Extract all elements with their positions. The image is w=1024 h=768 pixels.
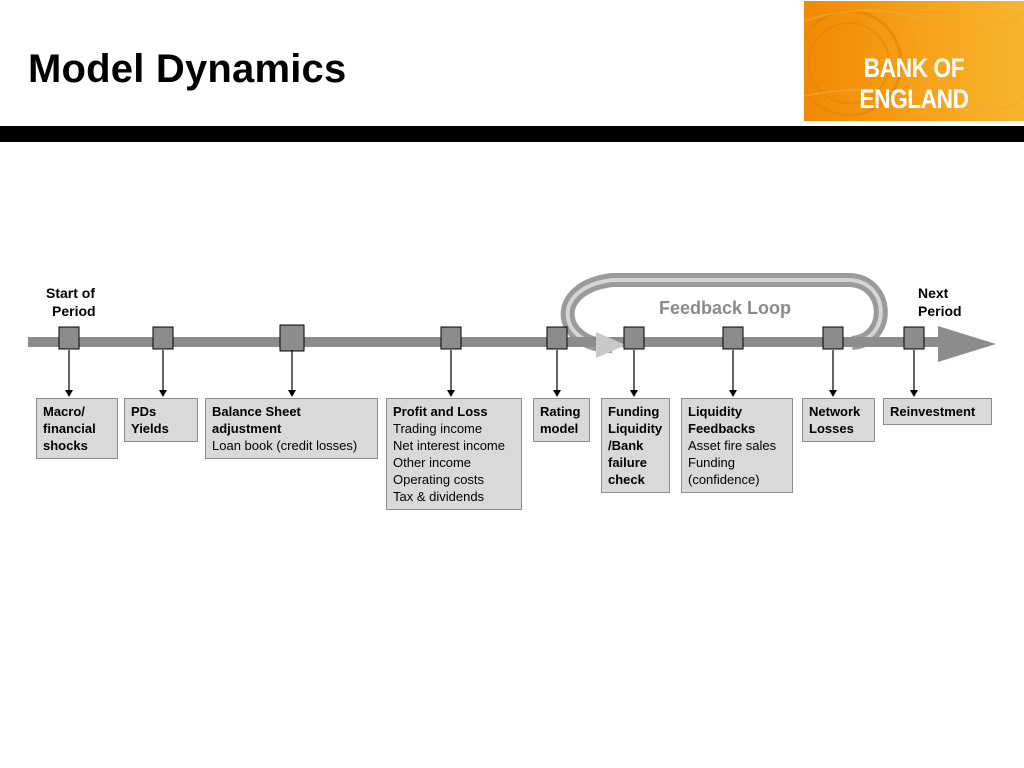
step-box-heading: Reinvestment: [890, 404, 976, 419]
step-box-heading: adjustment: [212, 421, 282, 436]
timeline-arrow: [28, 326, 996, 362]
step-box-item: Other income: [393, 455, 472, 470]
step-box-heading: Network: [809, 404, 861, 419]
connector-arrowhead: [65, 390, 73, 397]
connector-arrowhead: [910, 390, 918, 397]
step-box-heading: Balance Sheet: [212, 404, 301, 419]
page-title: Model Dynamics: [28, 47, 347, 91]
step-box-item: Tax & dividends: [393, 489, 485, 504]
connector-arrowhead: [630, 390, 638, 397]
feedback-loop-ring: [560, 273, 888, 353]
connector-arrowhead: [729, 390, 737, 397]
next-period-label: Next Period: [918, 284, 962, 320]
timeline-marker: [152, 326, 174, 350]
step-box-heading: Yields: [131, 421, 169, 436]
timeline-marker: [546, 326, 568, 350]
step-box-heading: Liquidity: [688, 404, 743, 419]
header-rule: [0, 126, 1024, 142]
step-box-item: (confidence): [688, 472, 760, 487]
timeline-marker: [903, 326, 925, 350]
step-box-item: Trading income: [393, 421, 483, 436]
feedback-loop-label: Feedback Loop: [659, 298, 792, 318]
step-box: Reinvestment: [883, 398, 992, 425]
step-box-heading: /Bank: [608, 438, 644, 453]
step-box-heading: PDs: [131, 404, 157, 419]
step-box: Macro/financial shocks: [36, 398, 118, 459]
logo-text: BANK OF ENGLAND: [859, 53, 969, 114]
connector-arrowhead: [159, 390, 167, 397]
step-box-item: Loan book (credit losses): [212, 438, 358, 453]
start-label-line: Start of: [46, 285, 95, 301]
step-box-heading: financial: [43, 421, 96, 436]
bank-of-england-logo: BANK OF ENGLAND: [804, 1, 1024, 121]
connector-arrowhead: [447, 390, 455, 397]
timeline-marker: [279, 324, 305, 352]
timeline-marker: [58, 326, 80, 350]
step-box-heading: check: [608, 472, 645, 487]
timeline-marker: [822, 326, 844, 350]
start-of-period-label: Start of Period: [46, 284, 96, 320]
step-box-item: Net interest income: [393, 438, 505, 453]
step-box-heading: failure: [608, 455, 648, 470]
feedback-arrowhead-icon: [596, 332, 626, 358]
step-box-item: Asset fire sales: [688, 438, 777, 453]
seal-watermark-icon: [804, 1, 1024, 121]
end-label-line: Period: [918, 303, 962, 319]
step-box-heading: Macro/: [43, 404, 85, 419]
step-box-heading: Rating: [540, 404, 581, 419]
connector-arrowhead: [288, 390, 296, 397]
end-label-line: Next: [918, 285, 949, 301]
timeline-marker: [722, 326, 744, 350]
step-box-heading: Feedbacks: [688, 421, 756, 436]
step-box-heading: shocks: [43, 438, 88, 453]
connector-arrowhead: [829, 390, 837, 397]
connector-arrowhead: [553, 390, 561, 397]
step-box-heading: model: [540, 421, 579, 436]
step-box-item: Operating costs: [393, 472, 485, 487]
step-box-heading: Liquidity: [608, 421, 663, 436]
timeline-marker: [623, 326, 645, 350]
timeline-marker: [440, 326, 462, 350]
step-box-heading: Profit and Loss: [393, 404, 488, 419]
step-box: Rating model: [533, 398, 590, 442]
step-box-item: Funding: [688, 455, 735, 470]
start-label-line: Period: [52, 303, 96, 319]
step-box-heading: Losses: [809, 421, 854, 436]
step-box-heading: Funding: [608, 404, 660, 419]
